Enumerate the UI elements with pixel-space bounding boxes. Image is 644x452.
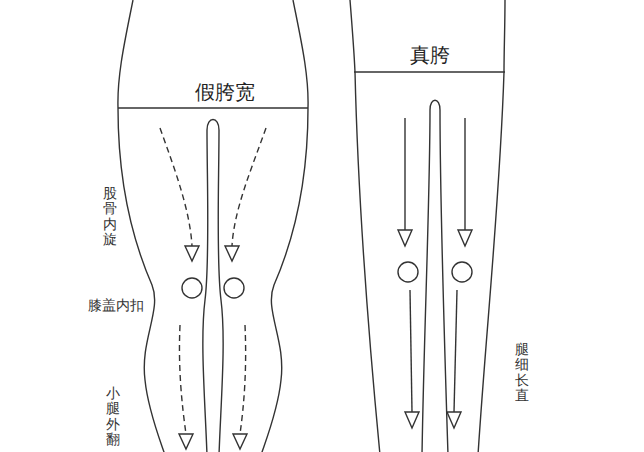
rotation-arrow <box>160 128 192 246</box>
knee-circle <box>398 262 418 282</box>
knee-circle <box>224 278 244 298</box>
rotation-arrow <box>232 128 266 246</box>
rotation-arrow <box>240 325 246 434</box>
arrow-head <box>179 434 193 449</box>
rotation-arrow <box>179 325 186 434</box>
straight-arrow <box>404 118 405 230</box>
knee-circle <box>452 262 472 282</box>
arrow-head <box>185 246 199 261</box>
arrow-head <box>398 230 412 246</box>
leg-outline <box>118 0 165 452</box>
hip-band: 假胯宽 <box>191 78 259 106</box>
annotation-label: 腿细长直 <box>515 342 529 404</box>
arrow-head <box>225 246 239 261</box>
band-label: 真胯 <box>410 43 450 67</box>
annotation-label: 膝盖内扣 <box>88 297 144 315</box>
knee-circle <box>182 278 202 298</box>
leg-outline <box>261 0 308 452</box>
annotation-label: 小腿外翻 <box>106 386 120 448</box>
hip-band: 真胯 <box>406 41 454 69</box>
leg-outline <box>350 0 380 452</box>
arrow-head <box>405 412 419 428</box>
inner-leg-outline <box>422 100 448 452</box>
leg-outline <box>478 0 505 452</box>
hip-band-line <box>118 107 308 108</box>
band-label: 假胯宽 <box>195 80 255 104</box>
straight-arrow <box>454 290 457 412</box>
annotation-label: 股骨内旋 <box>103 186 117 248</box>
inner-leg-outline <box>203 120 223 452</box>
arrow-head <box>458 230 472 246</box>
arrow-head <box>233 434 247 449</box>
arrow-head <box>447 412 461 428</box>
straight-arrow <box>410 290 412 412</box>
straight-arrow <box>464 118 465 230</box>
hip-band-line <box>354 71 505 72</box>
